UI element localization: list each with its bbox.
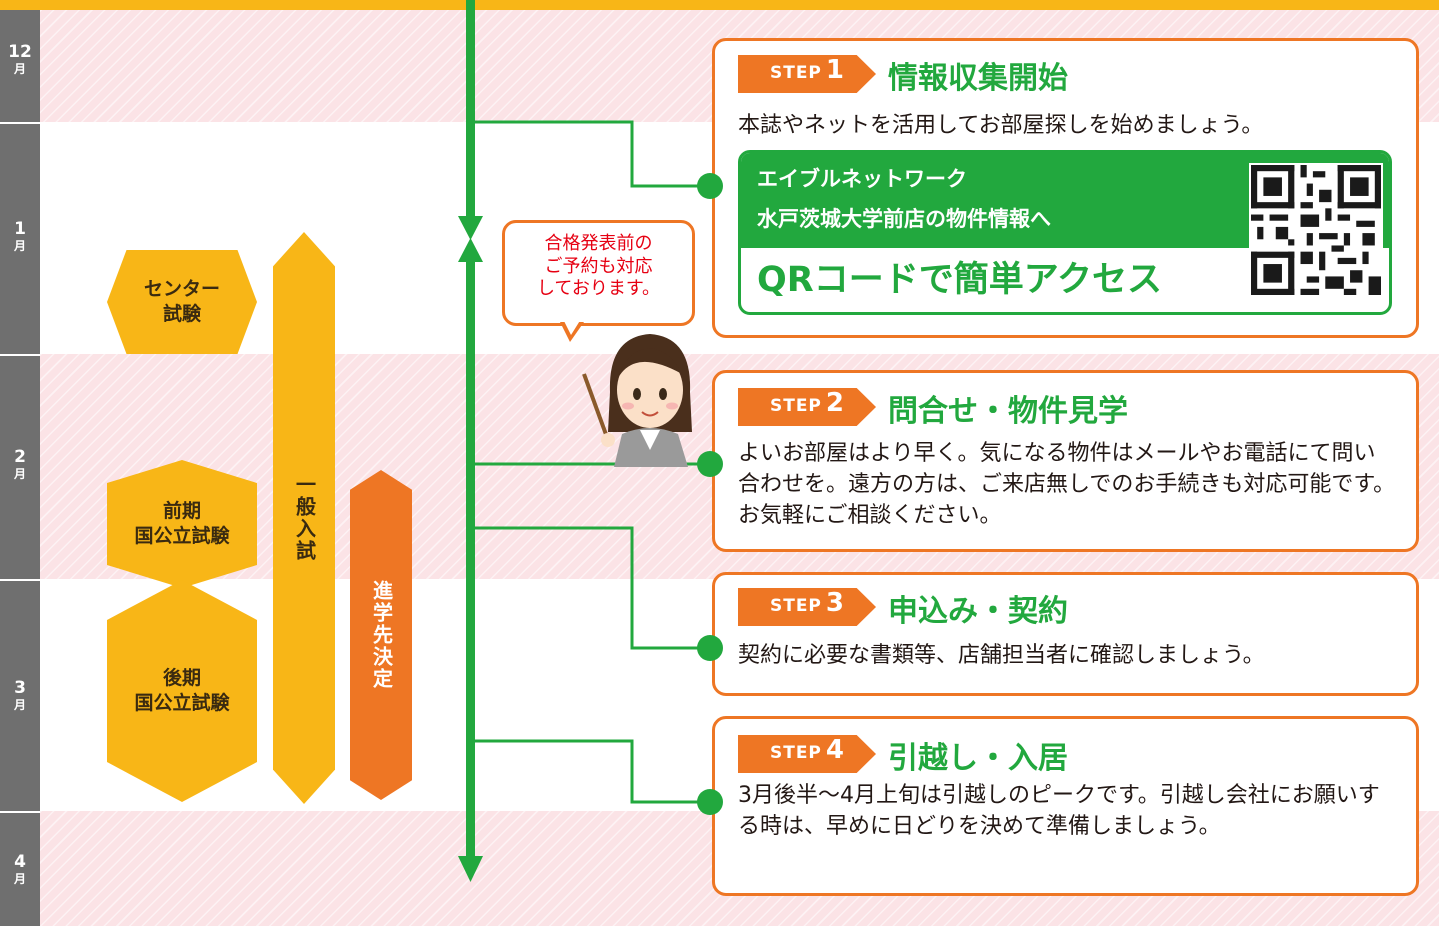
top-bar <box>0 0 1439 10</box>
month-divider <box>0 354 40 356</box>
month-unit: 月 <box>13 62 26 76</box>
bangs-shape <box>618 348 682 378</box>
step-word: STEP <box>769 63 822 83</box>
timeline-upper-line <box>466 0 475 218</box>
hand-shape <box>601 433 615 447</box>
arrow-down-icon <box>458 216 483 240</box>
smile-shape <box>641 411 659 417</box>
month-column <box>0 10 40 926</box>
month-divider <box>0 122 40 124</box>
koki-exam-hexagon: 後期国公立試験 <box>107 580 257 802</box>
collar-shape <box>640 430 660 450</box>
step3-title: 申込み・契約 <box>888 594 1068 629</box>
month-label-february: 2 月 <box>0 447 40 481</box>
connector-step1 <box>470 120 710 188</box>
exam-label-line: 前期 <box>162 500 201 523</box>
month-number: 2 <box>14 447 26 467</box>
qr-link-text: 水戸茨城大学前店の物件情報へ <box>757 207 1051 231</box>
month-unit: 月 <box>13 239 26 253</box>
step1-title: 情報収集開始 <box>888 61 1068 96</box>
month-label-december: 12 月 <box>0 42 40 76</box>
ippan-exam-bar: 一般入試 <box>273 232 335 804</box>
step2-title: 問合せ・物件見学 <box>888 394 1128 429</box>
step-number: 4 <box>825 735 844 765</box>
cheek-shape <box>666 402 678 410</box>
exam-label-line: 後期 <box>162 667 201 690</box>
connector-dot <box>697 635 723 661</box>
speech-bubble: 合格発表前の ご予約も対応 しております。 <box>502 220 695 326</box>
month-number: 12 <box>8 42 32 62</box>
arrow-up-icon <box>458 238 483 262</box>
bubble-line: しております。 <box>536 278 661 299</box>
shingaku-decision-label: 進学先決定 <box>369 580 394 690</box>
qr-access-box[interactable]: エイブルネットワーク 水戸茨城大学前店の物件情報へ QRコードで簡単アクセス <box>738 150 1392 315</box>
speech-bubble-tail-inner <box>563 319 581 335</box>
step-number: 2 <box>825 388 844 418</box>
connector-dot <box>697 789 723 815</box>
month-unit: 月 <box>13 872 26 886</box>
step-number: 3 <box>825 588 844 618</box>
step4-title: 引越し・入居 <box>888 741 1068 776</box>
connector-step3 <box>470 526 710 650</box>
exam-label-line: 試験 <box>162 303 201 325</box>
step-number: 1 <box>825 55 844 85</box>
month-number: 1 <box>14 219 26 239</box>
month-number: 3 <box>14 678 26 698</box>
step-word: STEP <box>769 396 822 416</box>
pointer-stick <box>582 373 610 441</box>
arrow-down-icon <box>458 856 483 882</box>
bubble-line: 合格発表前の <box>544 233 653 254</box>
ippan-exam-label: 一般入試 <box>292 474 317 562</box>
left-eye-icon <box>633 388 641 400</box>
connector-step4 <box>470 739 710 804</box>
month-divider <box>0 811 40 813</box>
shingaku-decision-bar: 進学先決定 <box>350 470 412 800</box>
step-word: STEP <box>769 596 822 616</box>
month-label-april: 4 月 <box>0 852 40 886</box>
step2-body: よいお部屋はより早く。気になる物件はメールやお電話にて問い合わせを。遠方の方は、… <box>738 441 1396 529</box>
connector-dot <box>697 451 723 477</box>
month-label-january: 1 月 <box>0 219 40 253</box>
exam-label-line: 国公立試験 <box>134 692 230 714</box>
qr-access-text: QRコードで簡単アクセス <box>757 260 1162 300</box>
month-unit: 月 <box>13 467 26 481</box>
center-exam-hexagon: センター試験 <box>107 250 257 354</box>
qr-shop-name: エイブルネットワーク <box>757 167 967 191</box>
month-label-march: 3 月 <box>0 678 40 712</box>
step-word: STEP <box>769 743 822 763</box>
month-divider <box>0 579 40 581</box>
connector-dot <box>697 173 723 199</box>
month-number: 4 <box>14 852 26 872</box>
qr-code-icon[interactable] <box>1249 163 1383 297</box>
right-eye-icon <box>659 388 667 400</box>
exam-label-line: センター <box>143 278 220 301</box>
step4-body: 3月後半～4月上旬は引越しのピークです。引越し会社にお願いする時は、早めに日どり… <box>738 783 1380 840</box>
staff-woman-illustration <box>582 334 692 467</box>
zenki-exam-hexagon: 前期国公立試験 <box>107 460 257 588</box>
step3-body: 契約に必要な書類等、店舗担当者に確認しましょう。 <box>738 643 1265 668</box>
timeline-lower-line <box>466 260 475 858</box>
exam-label-line: 国公立試験 <box>134 525 230 547</box>
month-unit: 月 <box>13 698 26 712</box>
bubble-line: ご予約も対応 <box>544 255 653 277</box>
step1-body: 本誌やネットを活用してお部屋探しを始めましょう。 <box>738 113 1264 138</box>
cheek-shape <box>622 402 634 410</box>
face-shape <box>617 352 683 428</box>
